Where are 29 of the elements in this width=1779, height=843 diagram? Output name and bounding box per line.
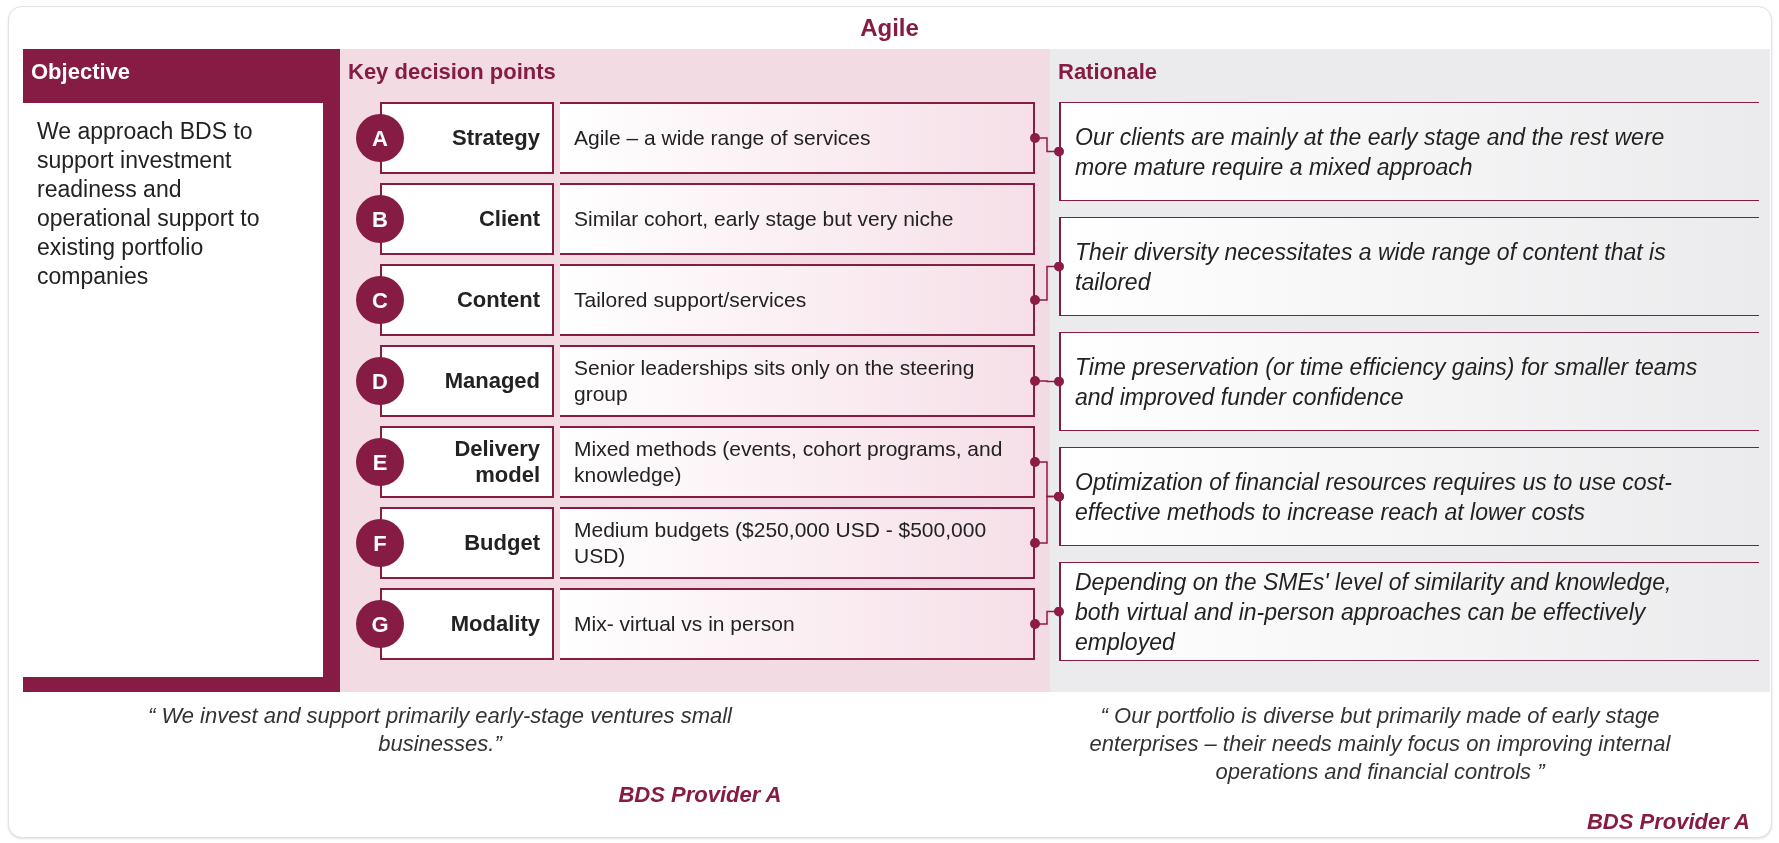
decision-description-box: Mix- virtual vs in person — [560, 588, 1035, 660]
connector-line — [1030, 133, 1064, 157]
decision-description-box: Tailored support/services — [560, 264, 1035, 336]
quote-text: “ We invest and support primarily early-stage ventures small businesses.” — [146, 702, 734, 758]
decision-description-box: Mixed methods (events, cohort programs, and knowledge) — [560, 426, 1035, 498]
panel-heading: Rationale — [1058, 58, 1158, 86]
rationale-box: Depending on the SMEs' level of similarity and knowledge, both virtual and in-person approaches can be effectively employed — [1059, 562, 1759, 661]
objective-panel — [23, 49, 340, 692]
connector-line — [1030, 261, 1064, 305]
connector-line — [1030, 376, 1064, 387]
decision-description-box: Medium budgets ($250,000 USD - $500,000 USD) — [560, 507, 1035, 579]
panel-heading: Objective — [31, 58, 131, 86]
diagram-title: Agile — [859, 13, 920, 43]
quote-attribution: BDS Provider A — [1586, 808, 1750, 836]
rationale-box: Their diversity necessitates a wide range of content that is tailored — [1059, 217, 1759, 316]
decision-description-box: Similar cohort, early stage but very niche — [560, 183, 1035, 255]
objective-box: We approach BDS to support investment readiness and operational support to existing portfolio companies — [23, 103, 323, 677]
rationale-box: Optimization of financial resources requires us to use cost-effective methods to increase reach at lower costs — [1059, 447, 1759, 546]
rationale-box: Time preservation (or time efficiency gains) for smaller teams and improved funder confidence — [1059, 332, 1759, 431]
decision-panel — [340, 49, 1050, 692]
connector-line — [1030, 606, 1064, 629]
rationale-box: Our clients are mainly at the early stage and the rest were more mature require a mixed approach — [1059, 102, 1759, 201]
decision-description-box: Senior leaderships sits only on the steering group — [560, 345, 1035, 417]
panel-heading: Key decision points — [348, 58, 556, 86]
quote-text: “ Our portfolio is diverse but primarily made of early stage enterprises – their needs mainly focus on improving internal operations and financial controls ” — [1088, 702, 1672, 786]
decision-description-box: Agile – a wide range of services — [560, 102, 1035, 174]
connector-line — [1030, 491, 1064, 548]
quote-attribution: BDS Provider A — [617, 781, 783, 809]
rationale-panel — [1050, 49, 1770, 692]
